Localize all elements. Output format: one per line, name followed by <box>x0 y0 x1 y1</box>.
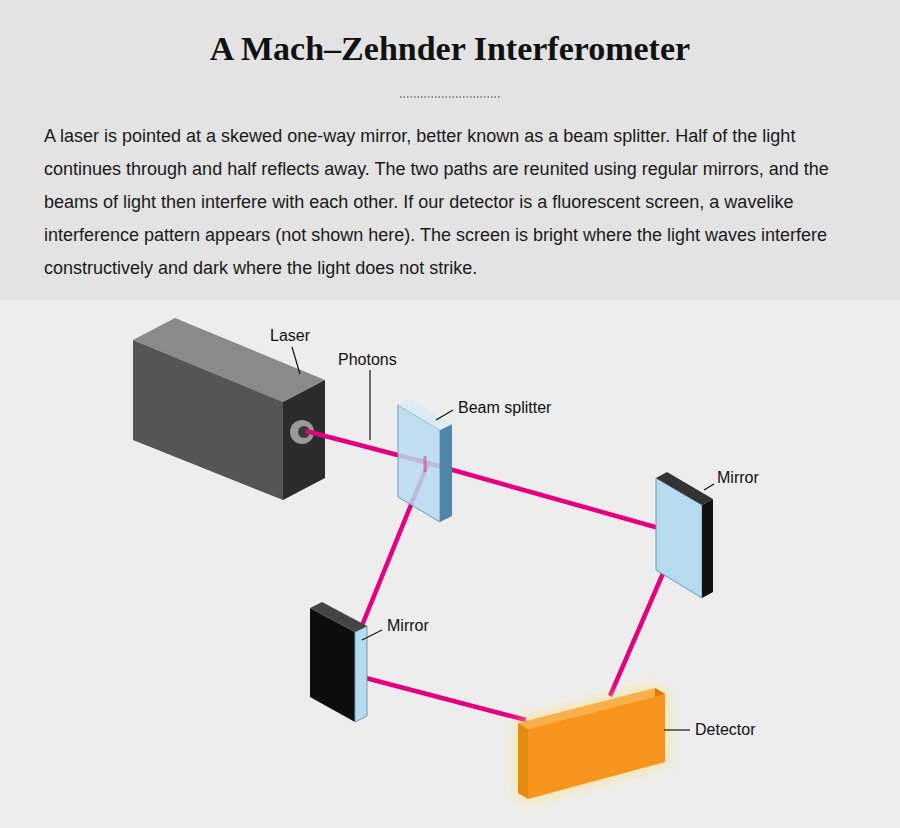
part-label: Photons <box>338 350 397 370</box>
leader-line <box>292 347 714 730</box>
detector-screen <box>518 688 665 799</box>
part-label: Detector <box>695 720 755 740</box>
part-label: Mirror <box>387 616 429 636</box>
laser-body <box>133 318 325 500</box>
part-label: Mirror <box>717 468 759 488</box>
beam-splitter <box>398 399 452 522</box>
dotted-rule <box>400 96 500 97</box>
part-label: Laser <box>270 326 310 346</box>
diagram-caption: A laser is pointed at a skewed one-way m… <box>44 120 866 285</box>
mirror <box>656 472 713 598</box>
part-label: Beam splitter <box>458 398 551 418</box>
diagram-title: A Mach–Zehnder Interferometer <box>0 28 900 70</box>
mirror <box>310 602 367 722</box>
